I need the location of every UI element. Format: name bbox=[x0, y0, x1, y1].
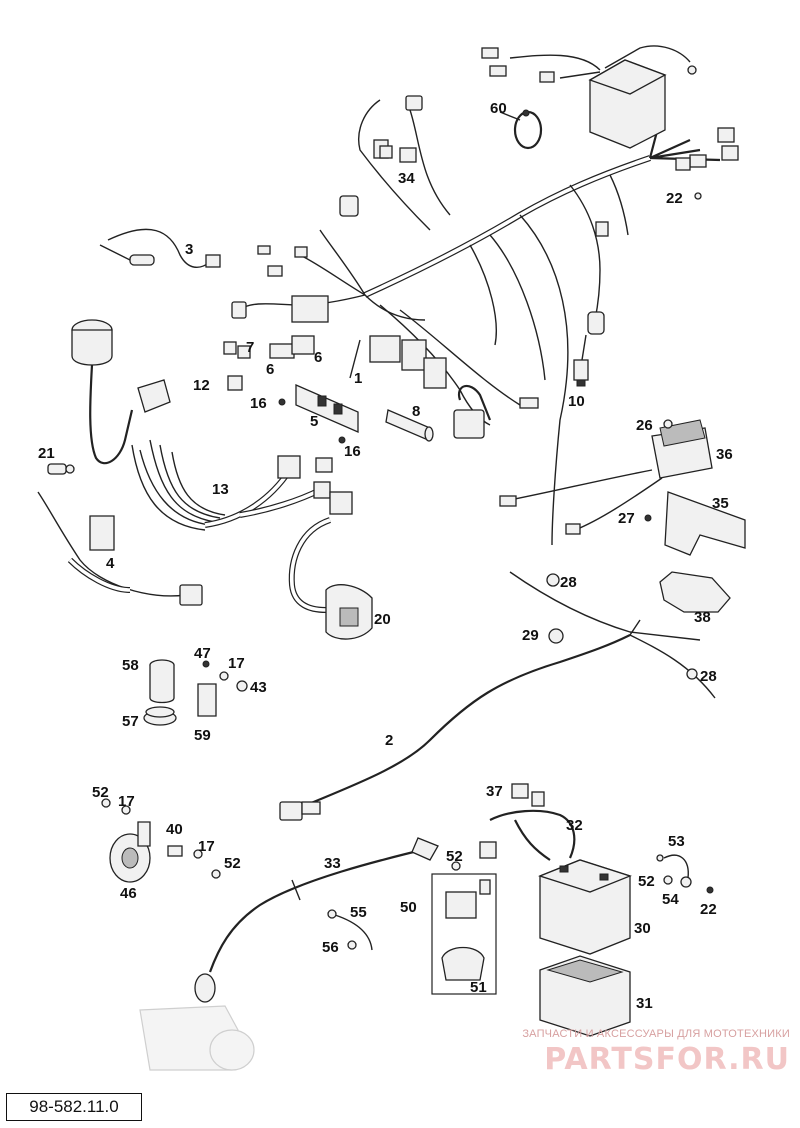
callout-17a: 17 bbox=[228, 655, 245, 672]
callout-60: 60 bbox=[490, 100, 507, 117]
relay-connector bbox=[379, 145, 417, 163]
callout-4: 4 bbox=[106, 555, 115, 572]
callout-29: 29 bbox=[522, 627, 539, 644]
handlebar-switch-harness bbox=[131, 439, 353, 531]
callout-labels: 1 2 3 4 5 6 6 7 8 10 12 13 16 16 17 17 1… bbox=[38, 100, 733, 1012]
callout-50: 50 bbox=[400, 899, 417, 916]
callout-5: 5 bbox=[310, 413, 318, 430]
callout-52a: 52 bbox=[92, 784, 109, 801]
grommets bbox=[546, 573, 698, 680]
callout-16b: 16 bbox=[344, 443, 361, 460]
callout-12: 12 bbox=[193, 377, 210, 394]
callout-47: 47 bbox=[194, 645, 211, 662]
starter-relay-box bbox=[431, 873, 497, 995]
callout-53: 53 bbox=[668, 833, 685, 850]
capacitor-bracket-hardware bbox=[197, 660, 248, 717]
callout-51: 51 bbox=[470, 979, 487, 996]
callout-1: 1 bbox=[354, 370, 362, 387]
callout-22a: 22 bbox=[666, 190, 683, 207]
callout-17b: 17 bbox=[118, 793, 135, 810]
leader-lines bbox=[349, 111, 521, 379]
callout-20: 20 bbox=[374, 611, 391, 628]
relay-bracket bbox=[295, 384, 359, 433]
protective-sleeve bbox=[385, 409, 434, 442]
ground-cable bbox=[327, 909, 373, 951]
callout-8: 8 bbox=[412, 403, 420, 420]
callout-43: 43 bbox=[250, 679, 267, 696]
callout-52b: 52 bbox=[224, 855, 241, 872]
watermark-caption: ЗАПЧАСТИ И АКСЕССУАРЫ ДЛЯ МОТОТЕХНИКИ bbox=[522, 1028, 790, 1040]
speed-sensor-cable bbox=[99, 228, 221, 268]
horn bbox=[101, 798, 221, 883]
callout-34: 34 bbox=[398, 170, 415, 187]
watermark: ЗАПЧАСТИ И АКСЕССУАРЫ ДЛЯ МОТОТЕХНИКИ PA… bbox=[470, 1028, 790, 1084]
callout-10: 10 bbox=[568, 393, 585, 410]
ground-lead bbox=[656, 192, 714, 894]
callout-26: 26 bbox=[636, 417, 653, 434]
callout-32: 32 bbox=[566, 817, 583, 834]
callout-54: 54 bbox=[662, 891, 679, 908]
capacitor bbox=[143, 659, 177, 726]
handlebar-switch bbox=[288, 517, 373, 640]
callout-58: 58 bbox=[122, 657, 139, 674]
battery-box bbox=[539, 955, 631, 1037]
callout-46: 46 bbox=[120, 885, 137, 902]
callout-33: 33 bbox=[324, 855, 341, 872]
callout-56: 56 bbox=[322, 939, 339, 956]
kill-switch-cable bbox=[37, 491, 203, 606]
callout-6a: 6 bbox=[314, 349, 322, 366]
callout-27: 27 bbox=[618, 510, 635, 527]
callout-13: 13 bbox=[212, 481, 229, 498]
cover-plate bbox=[659, 571, 731, 613]
rear-wiring-harness bbox=[279, 571, 716, 821]
callout-38: 38 bbox=[694, 609, 711, 626]
callout-55: 55 bbox=[350, 904, 367, 921]
callout-21: 21 bbox=[38, 445, 55, 462]
callout-57: 57 bbox=[122, 713, 139, 730]
cable-tie-ring bbox=[513, 109, 543, 150]
relays-group bbox=[223, 335, 315, 391]
callout-28a: 28 bbox=[560, 574, 577, 591]
callout-36: 36 bbox=[716, 446, 733, 463]
main-wiring-harness bbox=[231, 95, 739, 546]
document-number: 98-582.11.0 bbox=[6, 1093, 142, 1121]
callout-35: 35 bbox=[712, 495, 729, 512]
callout-52c: 52 bbox=[446, 848, 463, 865]
starter-motor bbox=[139, 1005, 255, 1071]
callout-59: 59 bbox=[194, 727, 211, 744]
voltage-regulator bbox=[499, 419, 713, 535]
callout-16a: 16 bbox=[250, 395, 267, 412]
fasteners bbox=[278, 398, 673, 885]
battery bbox=[538, 859, 632, 955]
starter-cable bbox=[194, 837, 439, 1003]
cdi-unit bbox=[481, 45, 697, 149]
callout-31: 31 bbox=[636, 995, 653, 1012]
battery-cable-harness bbox=[479, 783, 576, 861]
callout-22b: 22 bbox=[700, 901, 717, 918]
callout-3: 3 bbox=[185, 241, 193, 258]
callout-17c: 17 bbox=[198, 838, 215, 855]
watermark-logo: PARTSFOR.RU bbox=[544, 1042, 790, 1077]
callout-40: 40 bbox=[166, 821, 183, 838]
regulator-bracket bbox=[664, 491, 746, 556]
callout-28b: 28 bbox=[700, 668, 717, 685]
callout-7: 7 bbox=[246, 339, 254, 356]
ignition-pickup bbox=[71, 319, 171, 465]
callout-2: 2 bbox=[385, 732, 393, 749]
indicator-bulb bbox=[47, 463, 75, 475]
callout-52d: 52 bbox=[638, 873, 655, 890]
callout-30: 30 bbox=[634, 920, 651, 937]
oil-pressure-switch bbox=[573, 334, 589, 387]
callout-37: 37 bbox=[486, 783, 503, 800]
callout-6b: 6 bbox=[266, 361, 274, 378]
